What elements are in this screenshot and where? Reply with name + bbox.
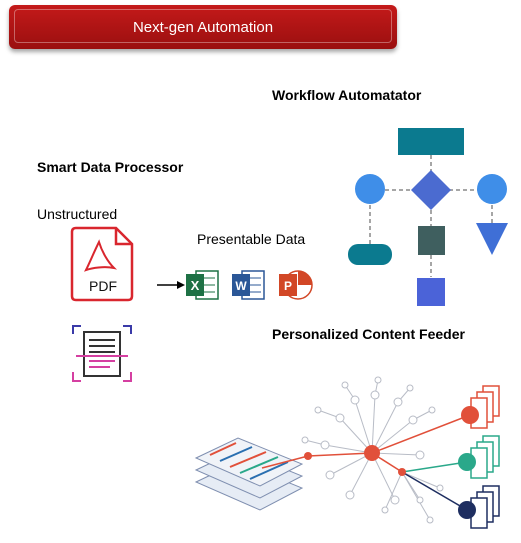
network-graph: [301, 376, 444, 524]
smart-data-processor-heading: Smart Data Processor: [37, 159, 184, 175]
red-document-stack: [461, 385, 500, 429]
pdf-icon: PDF: [70, 226, 134, 302]
flow-left-circle: [355, 174, 385, 204]
network-node-right: [398, 468, 406, 476]
flow-pill: [348, 244, 392, 265]
unstructured-label: Unstructured: [37, 206, 118, 222]
pdf-label: PDF: [89, 278, 117, 294]
svg-text:X: X: [191, 278, 200, 293]
network-node-left: [304, 452, 312, 460]
green-document-stack: [458, 435, 500, 479]
banner: Next-gen Automation: [9, 5, 397, 49]
scanned-document-icon: [72, 325, 132, 382]
presentable-data-label: Presentable Data: [197, 231, 306, 247]
banner-title: Next-gen Automation: [132, 18, 274, 36]
flow-diamond: [411, 170, 451, 210]
conversion-arrow: [157, 281, 185, 289]
data-layers-illustration: [194, 437, 304, 511]
flow-bottom-square: [417, 278, 445, 306]
personalized-content-feeder-heading: Personalized Content Feeder: [272, 326, 465, 342]
flow-gray-square: [418, 226, 445, 255]
workflow-flowchart: [369, 155, 493, 277]
flow-triangle: [476, 223, 508, 255]
powerpoint-icon: P: [279, 270, 313, 300]
excel-icon: X: [186, 270, 219, 300]
flow-right-circle: [477, 174, 507, 204]
network-hub-node: [364, 445, 380, 461]
flow-top-rect: [398, 128, 464, 155]
navy-document-stack: [458, 485, 500, 529]
svg-text:W: W: [235, 279, 247, 293]
network-highlight-paths: [261, 414, 471, 511]
workflow-automator-heading: Workflow Automatator: [272, 87, 422, 103]
svg-text:P: P: [284, 279, 292, 293]
word-icon: W: [232, 270, 265, 300]
